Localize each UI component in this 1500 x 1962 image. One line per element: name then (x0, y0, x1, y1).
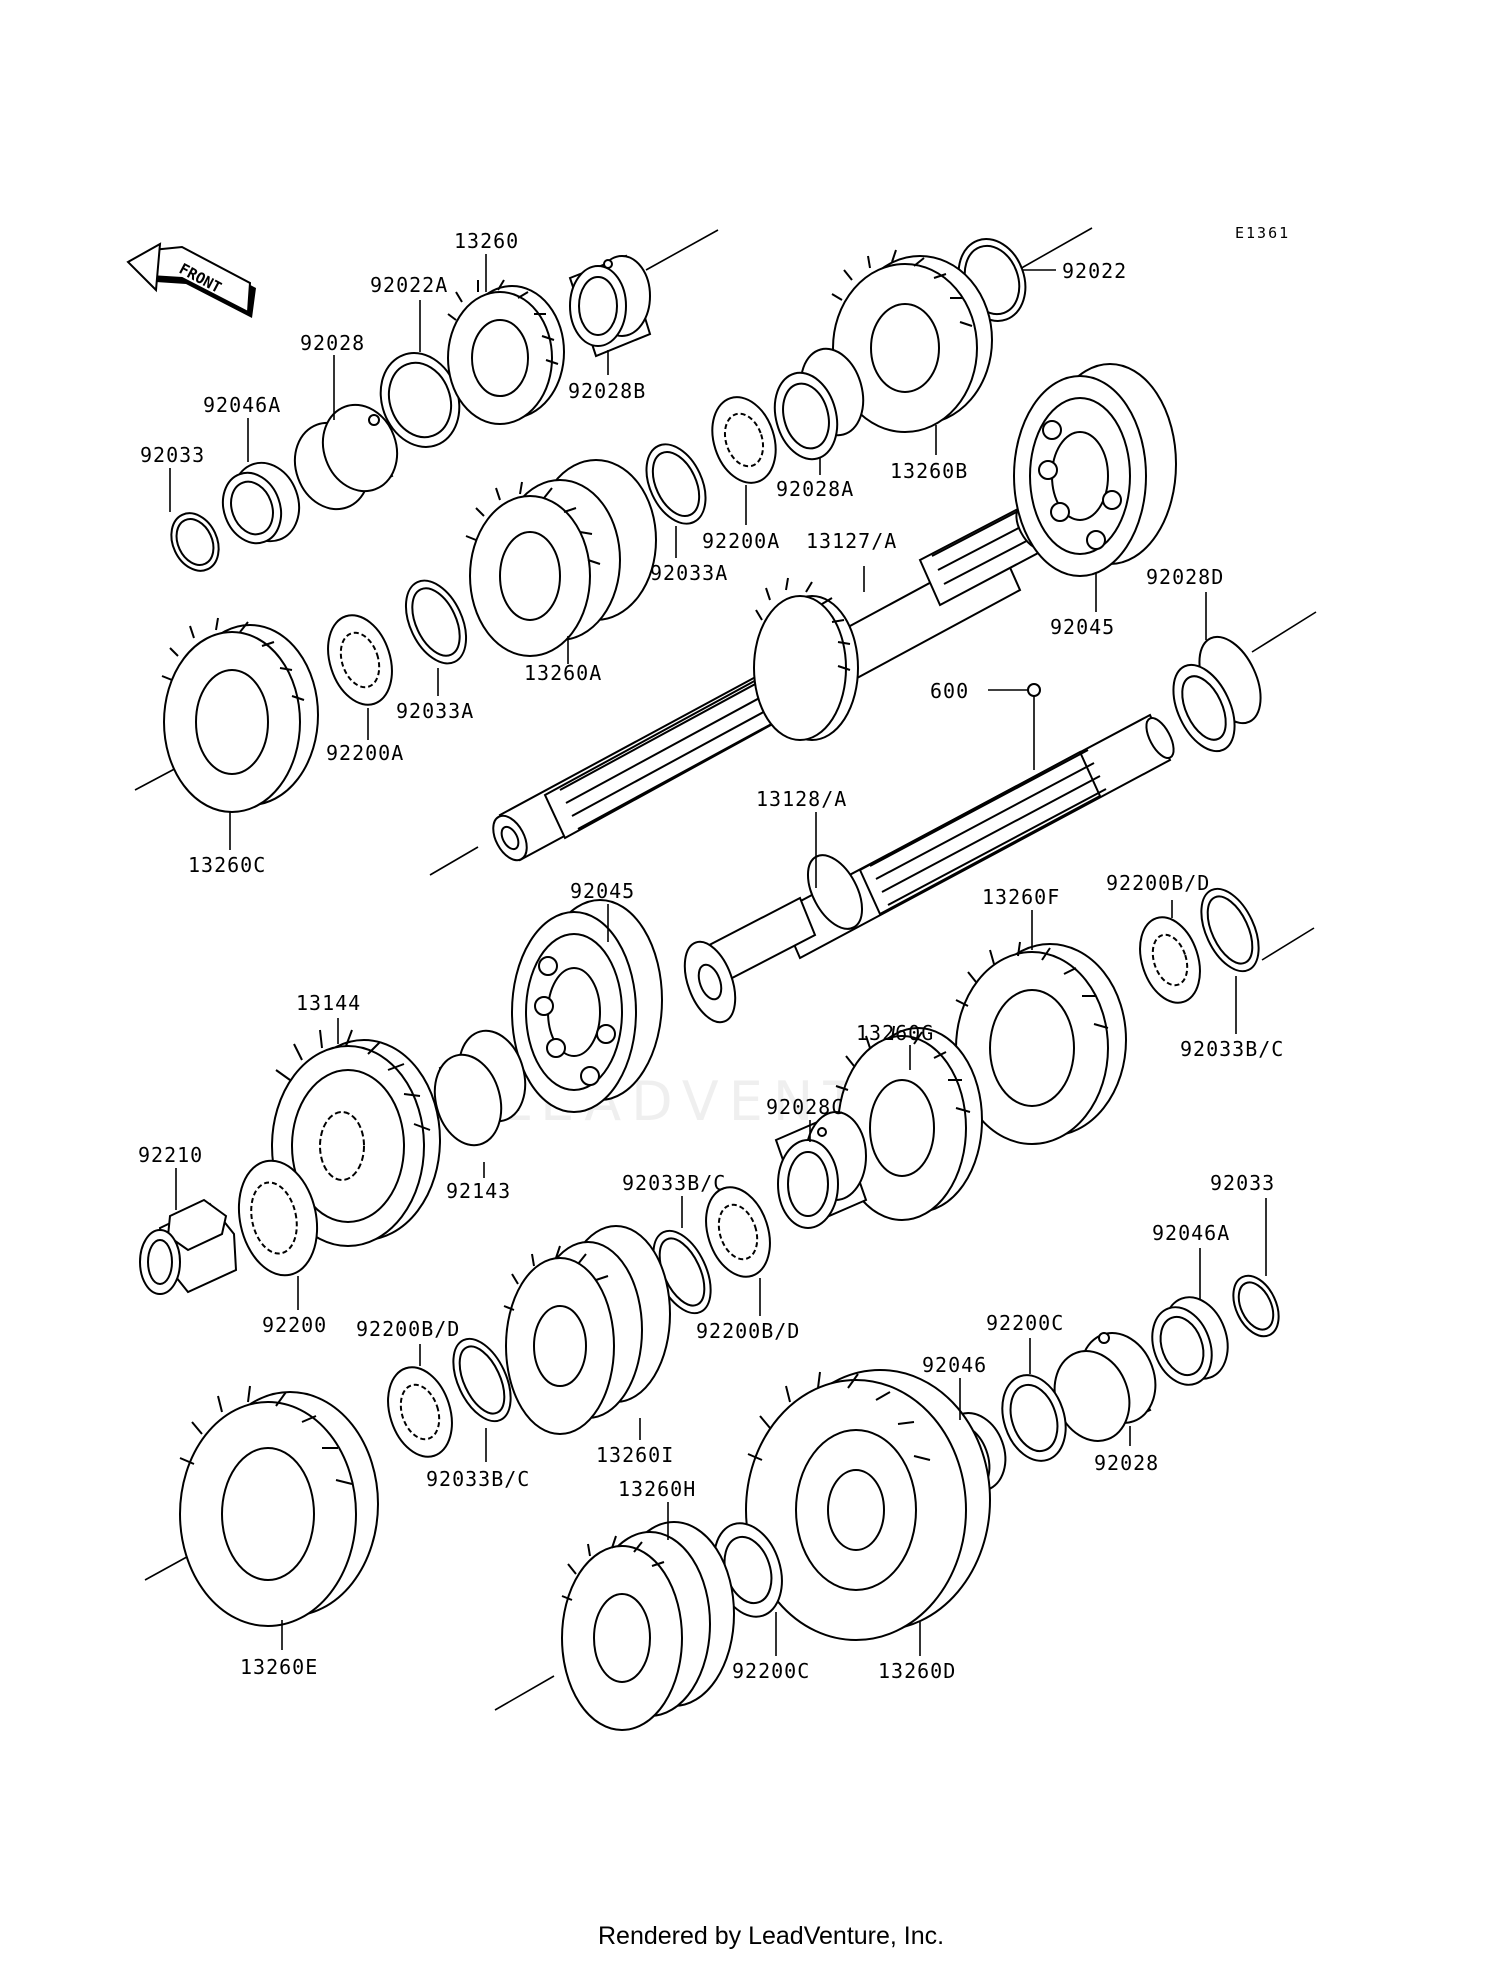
splined-washer-92200A-mid (327, 614, 393, 706)
gear-13260 (447, 279, 565, 425)
collar-92143 (433, 1029, 527, 1147)
diagram-code: E1361 (1235, 224, 1290, 242)
label-92028B: 92028B (568, 379, 646, 403)
label-13260H: 13260H (618, 1477, 696, 1501)
label-92033A-top: 92033A (650, 561, 728, 585)
gear-13260A (465, 459, 657, 657)
axis-lines (134, 227, 1317, 1711)
label-92033BC-left: 92033B/C (426, 1467, 530, 1491)
splined-washer-92200BD-top (1139, 916, 1201, 1004)
label-92022A: 92022A (370, 273, 448, 297)
washer-92200C-top (1001, 1374, 1067, 1462)
circlip-92033A-mid (404, 579, 468, 665)
label-92033A-mid: 92033A (396, 699, 474, 723)
ball-bearing-92045-top (1013, 363, 1177, 577)
needle-bearing-92046A-bottom (1151, 1296, 1229, 1386)
label-92028A: 92028A (776, 477, 854, 501)
label-92200BD-left: 92200B/D (356, 1317, 460, 1341)
label-92033BC-right: 92033B/C (1180, 1037, 1284, 1061)
footer-credit: Rendered by LeadVenture, Inc. (598, 1922, 944, 1950)
collar-92028-top (293, 403, 399, 511)
splined-washer-92200A-top (711, 396, 777, 484)
circlip-92033BC-left (452, 1337, 512, 1423)
circlip-92033BC-right (1200, 887, 1260, 973)
label-13260B: 13260B (890, 459, 968, 483)
label-13260: 13260 (454, 229, 519, 253)
splined-washer-92200BD-left (387, 1366, 453, 1458)
label-92033-bottom: 92033 (1210, 1171, 1275, 1195)
shaft-gear-13127 (753, 577, 859, 741)
label-13260C: 13260C (188, 853, 266, 877)
label-13128A: 13128/A (756, 787, 847, 811)
washer-92022A (379, 352, 461, 448)
gear-13260I (503, 1225, 671, 1435)
label-92033-top: 92033 (140, 443, 205, 467)
label-92045-top: 92045 (1050, 615, 1115, 639)
gear-13260G (835, 1025, 983, 1221)
label-13260F: 13260F (982, 885, 1060, 909)
label-92200: 92200 (262, 1313, 327, 1337)
label-92200A-mid: 92200A (326, 741, 404, 765)
gear-13260E (179, 1385, 379, 1627)
gear-13260H (561, 1521, 735, 1731)
label-13260G: 13260G (856, 1021, 934, 1045)
label-92200C-bottom: 92200C (732, 1659, 810, 1683)
leader-lines (169, 254, 1267, 1656)
label-92028D: 92028D (1146, 565, 1224, 589)
gear-13260B (831, 249, 993, 433)
label-92210: 92210 (138, 1143, 203, 1167)
label-92046: 92046 (922, 1353, 987, 1377)
label-13260A: 13260A (524, 661, 602, 685)
splined-washer-92200BD-mid (705, 1186, 771, 1278)
circlip-92033-top (170, 512, 220, 572)
gear-13260D (745, 1369, 991, 1641)
label-92200BD-top: 92200B/D (1106, 871, 1210, 895)
gear-13260C (161, 617, 319, 813)
part-labels: 13260 92022A 92028 92046A 92033 92028B 9… (138, 229, 1284, 1683)
bearing-92028B (568, 254, 652, 358)
label-92200C-top: 92200C (986, 1311, 1064, 1335)
label-13260E: 13260E (240, 1655, 318, 1679)
bearing-92028C (774, 1111, 868, 1229)
ball-bearing-92045-mid (511, 899, 663, 1113)
label-13260D: 13260D (878, 1659, 956, 1683)
front-direction-arrow: FRONT (126, 242, 256, 318)
nut-92210 (139, 1198, 238, 1295)
circlip-92033A-top (645, 443, 707, 525)
label-92022: 92022 (1062, 259, 1127, 283)
label-92033BC-mid: 92033B/C (622, 1171, 726, 1195)
label-92028-bottom: 92028 (1094, 1451, 1159, 1475)
collar-92028-bottom (1053, 1332, 1157, 1442)
collar-92028D (1172, 635, 1262, 753)
label-92046A-top: 92046A (203, 393, 281, 417)
label-92028C: 92028C (766, 1095, 844, 1119)
sprocket-13144 (271, 1029, 441, 1247)
label-13144: 13144 (296, 991, 361, 1015)
label-92028-top: 92028 (300, 331, 365, 355)
label-13260I: 13260I (596, 1443, 674, 1467)
label-92143: 92143 (446, 1179, 511, 1203)
label-600: 600 (930, 679, 969, 703)
label-92046A-bottom: 92046A (1152, 1221, 1230, 1245)
needle-bearing-92046A-top (221, 461, 301, 545)
collar-92028A (773, 347, 865, 461)
label-92045-mid: 92045 (570, 879, 635, 903)
ref-point-600 (1027, 683, 1041, 697)
splined-washer-92200 (237, 1159, 319, 1277)
label-13127A: 13127/A (806, 529, 897, 553)
circlip-92033-bottom (1232, 1274, 1280, 1338)
label-92200BD-mid: 92200B/D (696, 1319, 800, 1343)
label-92200A-top: 92200A (702, 529, 780, 553)
output-shaft-13128 (683, 683, 1175, 1024)
